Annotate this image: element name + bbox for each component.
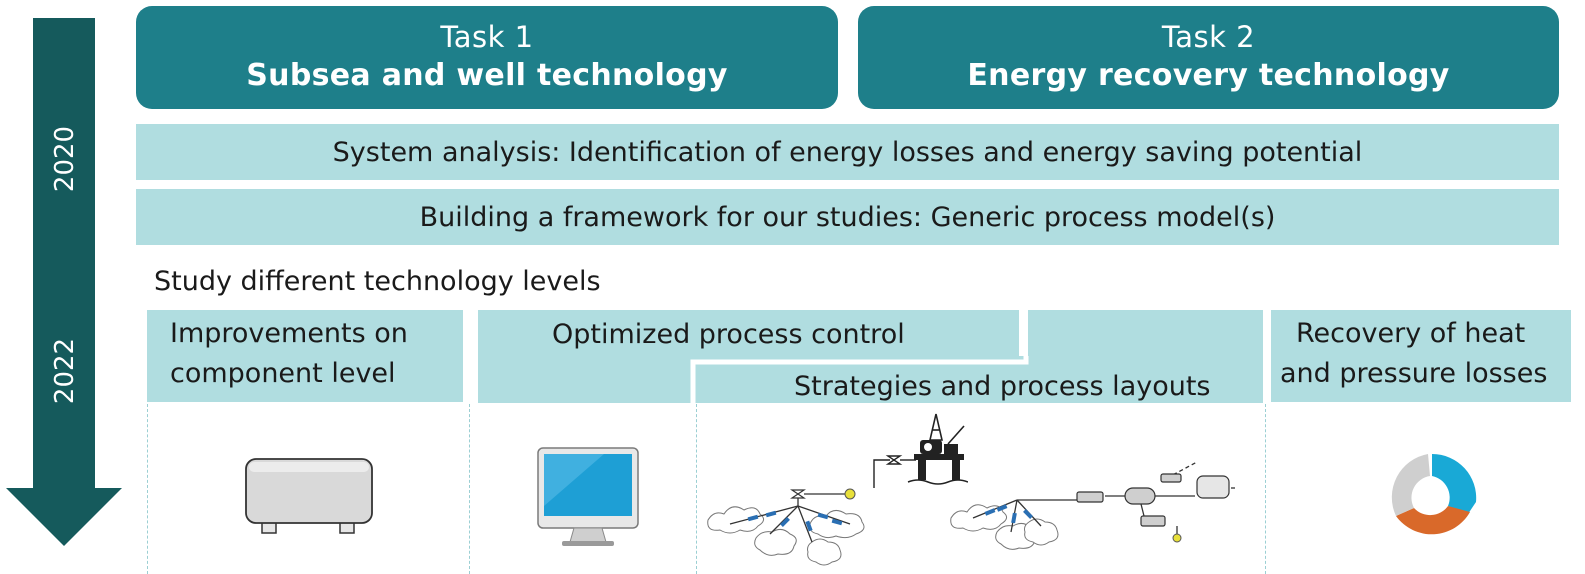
recovery-line-2: and pressure losses: [1280, 358, 1548, 389]
device-box-icon: [245, 458, 373, 534]
task-2-title: Energy recovery technology: [967, 58, 1450, 93]
framework-band: Building a framework for our studies: Ge…: [136, 189, 1559, 245]
component-level-line-2: component level: [170, 358, 396, 389]
subsea-network-icon: [707, 488, 865, 566]
task-1-number: Task 1: [440, 20, 534, 54]
column-divider: [696, 404, 697, 574]
component-level-line-1: Improvements on: [170, 318, 408, 349]
year-2020: 2020: [50, 125, 80, 193]
control-layout-shape: [478, 310, 1263, 404]
timeline-arrow: [6, 18, 122, 546]
computer-monitor-icon: [537, 447, 639, 546]
platform-icon: [873, 413, 968, 488]
recovery-cycle-icon: [1391, 453, 1477, 535]
process-layouts-label: Strategies and process layouts: [794, 371, 1211, 402]
column-divider: [147, 404, 148, 574]
task-1-header: Task 1 Subsea and well technology: [136, 6, 838, 109]
task-2-header: Task 2 Energy recovery technology: [858, 6, 1559, 109]
recovery-line-1: Recovery of heat: [1296, 318, 1526, 349]
process-control-label: Optimized process control: [552, 319, 905, 350]
column-divider: [469, 404, 470, 574]
recovery-box: [1271, 310, 1571, 402]
system-analysis-band: System analysis: Identification of energ…: [136, 124, 1559, 180]
process-layout-icon: [950, 461, 1237, 550]
component-level-box: [147, 310, 463, 402]
task-1-title: Subsea and well technology: [246, 58, 728, 93]
task-2-number: Task 2: [1161, 20, 1256, 54]
column-divider: [1265, 404, 1266, 574]
section-label: Study different technology levels: [154, 266, 601, 297]
year-2022: 2022: [50, 337, 80, 405]
